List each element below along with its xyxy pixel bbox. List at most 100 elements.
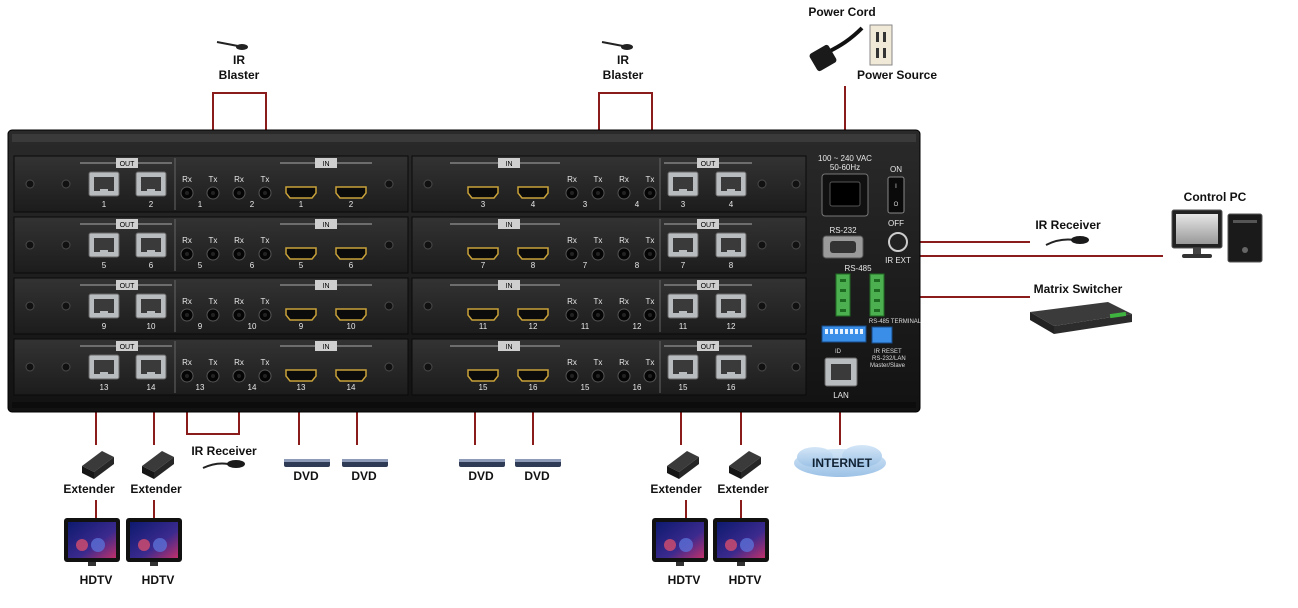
rj45-output-port[interactable] xyxy=(667,354,699,380)
ir-rx-jack[interactable] xyxy=(617,369,631,383)
screw xyxy=(423,240,433,250)
ir-rx-jack[interactable] xyxy=(617,308,631,322)
ir-tx-jack[interactable] xyxy=(643,247,657,261)
mode-dip-switch[interactable] xyxy=(871,326,893,344)
ir-blaster-icon xyxy=(601,41,633,50)
control-pc-label: Control PC xyxy=(1184,190,1247,204)
hdtv-device: HDTV xyxy=(126,518,182,587)
rj45-output-port[interactable] xyxy=(667,171,699,197)
rj45-output-port[interactable] xyxy=(135,171,167,197)
tx-label: Tx xyxy=(261,175,270,184)
hdmi-input-port[interactable] xyxy=(335,369,367,382)
hdmi-input-port[interactable] xyxy=(517,369,549,382)
ir-rx-jack[interactable] xyxy=(565,186,579,200)
hdmi-input-port[interactable] xyxy=(467,247,499,260)
id-label: ID xyxy=(835,349,842,355)
ir-tx-jack[interactable] xyxy=(258,247,272,261)
ir-tx-jack[interactable] xyxy=(591,369,605,383)
lan-port[interactable] xyxy=(824,357,858,387)
ir-tx-jack[interactable] xyxy=(206,369,220,383)
hdmi-input-port[interactable] xyxy=(517,247,549,260)
rx-label: Rx xyxy=(619,175,629,184)
ir-tx-jack[interactable] xyxy=(591,186,605,200)
ir-rx-jack[interactable] xyxy=(232,186,246,200)
rj45-output-port[interactable] xyxy=(715,171,747,197)
rs485-terminal-blocks[interactable] xyxy=(835,273,885,317)
rj45-output-port[interactable] xyxy=(135,293,167,319)
power-control-section: 100 ~ 240 VAC 50-60Hz ON I O OFF RS-232 … xyxy=(818,154,922,400)
hdmi-input-port[interactable] xyxy=(285,369,317,382)
ir-rx-jack[interactable] xyxy=(565,247,579,261)
off-label: OFF xyxy=(888,219,904,228)
ir-tx-jack[interactable] xyxy=(258,308,272,322)
hdmi-input-port[interactable] xyxy=(335,308,367,321)
rj45-output-port[interactable] xyxy=(667,293,699,319)
matrix-switcher-label: Matrix Switcher xyxy=(1034,282,1123,296)
rj45-output-port[interactable] xyxy=(88,354,120,380)
ir-port-number: 7 xyxy=(583,261,588,270)
hdmi-input-port[interactable] xyxy=(335,247,367,260)
out-header: OUT xyxy=(701,222,717,229)
hdmi-input-port[interactable] xyxy=(285,308,317,321)
port-number: 10 xyxy=(147,322,156,331)
ir-tx-jack[interactable] xyxy=(206,247,220,261)
id-dip-switch[interactable] xyxy=(821,325,867,343)
screw xyxy=(757,240,767,250)
ir-tx-jack[interactable] xyxy=(591,308,605,322)
ir-port-number: 16 xyxy=(633,383,642,392)
ir-rx-jack[interactable] xyxy=(565,369,579,383)
ir-tx-jack[interactable] xyxy=(206,308,220,322)
rs485-label: RS-485 xyxy=(844,264,872,273)
ir-tx-jack[interactable] xyxy=(643,308,657,322)
ir-tx-jack[interactable] xyxy=(591,247,605,261)
out-header: OUT xyxy=(120,344,136,351)
screw xyxy=(384,240,394,250)
hdmi-input-port[interactable] xyxy=(517,308,549,321)
extender-device: Extender xyxy=(717,451,769,496)
rj45-output-port[interactable] xyxy=(715,293,747,319)
rj45-output-port[interactable] xyxy=(715,232,747,258)
port-number: 1 xyxy=(299,200,304,209)
ir-rx-jack[interactable] xyxy=(232,247,246,261)
ir-rx-jack[interactable] xyxy=(180,308,194,322)
ir-rx-jack[interactable] xyxy=(617,186,631,200)
ir-rx-jack[interactable] xyxy=(232,369,246,383)
hdmi-input-port[interactable] xyxy=(517,186,549,199)
rj45-output-port[interactable] xyxy=(135,354,167,380)
ir-tx-jack[interactable] xyxy=(643,186,657,200)
hdmi-input-port[interactable] xyxy=(467,308,499,321)
hdmi-input-port[interactable] xyxy=(335,186,367,199)
rj45-output-port[interactable] xyxy=(88,293,120,319)
rj45-output-port[interactable] xyxy=(88,171,120,197)
hdmi-input-port[interactable] xyxy=(285,247,317,260)
rj45-output-port[interactable] xyxy=(135,232,167,258)
ir-rx-jack[interactable] xyxy=(180,369,194,383)
power-switch[interactable] xyxy=(887,176,905,214)
rx-label: Rx xyxy=(182,297,192,306)
ir-tx-jack[interactable] xyxy=(643,369,657,383)
ir-tx-jack[interactable] xyxy=(206,186,220,200)
frequency-label: 50-60Hz xyxy=(830,163,860,172)
ir-rx-jack[interactable] xyxy=(617,247,631,261)
rj45-output-port[interactable] xyxy=(88,232,120,258)
ir-rx-jack[interactable] xyxy=(180,247,194,261)
ir-tx-jack[interactable] xyxy=(258,369,272,383)
out-header: OUT xyxy=(701,344,717,351)
ir-receiver-label: IR Receiver xyxy=(1035,218,1101,232)
port-number: 13 xyxy=(297,383,306,392)
ir-ext-label: IR EXT xyxy=(885,256,911,265)
hdmi-input-port[interactable] xyxy=(285,186,317,199)
hdmi-input-port[interactable] xyxy=(467,369,499,382)
ir-rx-jack[interactable] xyxy=(180,186,194,200)
ir-rx-jack[interactable] xyxy=(232,308,246,322)
rj45-output-port[interactable] xyxy=(715,354,747,380)
tx-label: Tx xyxy=(209,236,218,245)
port-number: 14 xyxy=(347,383,356,392)
ir-receiver-icon xyxy=(1045,236,1089,246)
ir-rx-jack[interactable] xyxy=(565,308,579,322)
ir-tx-jack[interactable] xyxy=(258,186,272,200)
rj45-output-port[interactable] xyxy=(667,232,699,258)
hdmi-input-port[interactable] xyxy=(467,186,499,199)
ir-ext-port[interactable] xyxy=(888,232,908,252)
